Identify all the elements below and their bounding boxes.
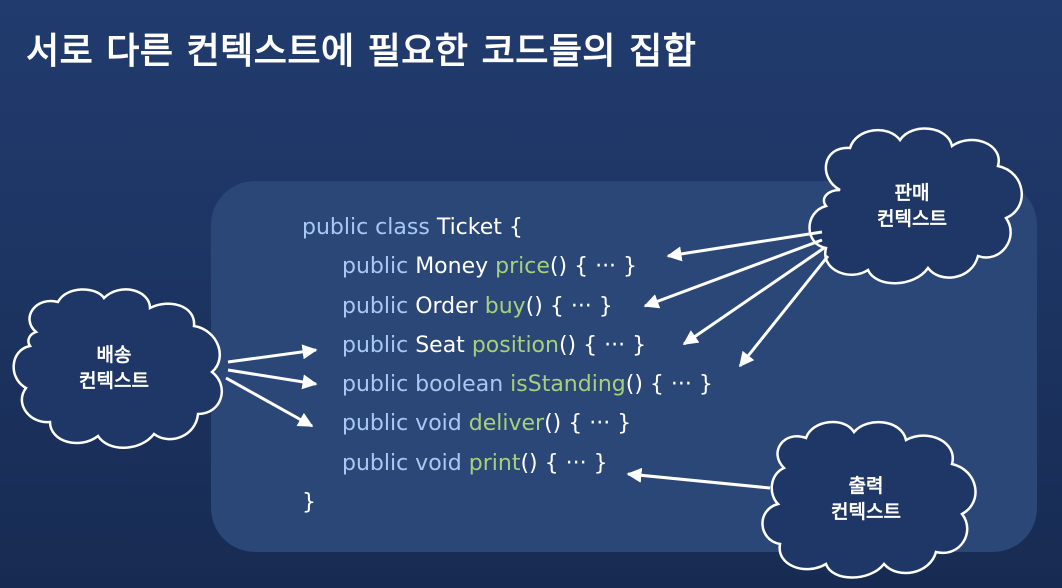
method-name: position [471, 332, 559, 358]
method-print: public void print() { ··· } [302, 444, 713, 483]
cloud-label-output: 출력 컨텍스트 [806, 473, 926, 525]
sales-line2: 컨텍스트 [877, 208, 947, 230]
method-type: Order [415, 293, 478, 319]
output-line1: 출력 [848, 475, 884, 497]
arrow-delivery-position [227, 344, 318, 364]
output-arrows [626, 467, 771, 490]
method-body: () { ··· } [525, 293, 613, 319]
cloud-label-delivery: 배송 컨텍스트 [54, 342, 174, 394]
arrow-delivery-isstanding [227, 368, 318, 390]
method-name: buy [484, 293, 526, 319]
page-title: 서로 다른 컨텍스트에 필요한 코드들의 집합 [26, 31, 697, 72]
method-name: deliver [468, 411, 545, 437]
method-name: isStanding [510, 372, 626, 398]
method-body: () { ··· } [544, 411, 632, 437]
arrow-delivery-deliver [225, 376, 314, 428]
class-close: } [302, 483, 713, 522]
delivery-line1: 배송 [96, 344, 132, 366]
output-line2: 컨텍스트 [831, 501, 901, 523]
method-type: Seat [415, 332, 465, 358]
cloud-delivery [12, 288, 223, 449]
method-keyword: public [342, 254, 409, 280]
method-type: Money [415, 254, 489, 280]
method-buy: public Order buy() { ··· } [302, 287, 713, 326]
arrow-output-print [626, 467, 771, 490]
method-body: () { ··· } [558, 332, 647, 358]
method-keyword: public void [342, 411, 462, 437]
code-block: public class Ticket { public Money price… [302, 208, 713, 522]
class-declaration: public class Ticket { [302, 208, 713, 247]
method-name: print [468, 450, 521, 476]
cloud-output [761, 420, 977, 579]
arrow-sales-price [666, 230, 823, 262]
cloud-sales [808, 127, 1023, 285]
method-keyword: public void [342, 450, 462, 476]
delivery-arrows [225, 344, 318, 428]
class-name: Ticket [436, 215, 502, 240]
method-price: public Money price() { ··· } [302, 247, 713, 286]
close-brace: } [302, 490, 316, 516]
method-keyword: public [342, 332, 409, 358]
cloud-label-sales: 판매 컨텍스트 [852, 180, 972, 232]
arrow-sales-isstanding [738, 255, 830, 368]
method-isstanding: public boolean isStanding() { ··· } [302, 365, 713, 404]
method-deliver: public void deliver() { ··· } [302, 404, 713, 443]
method-body: () { ··· } [625, 372, 713, 398]
method-keyword: public [342, 293, 409, 319]
method-position: public Seat position() { ··· } [302, 326, 713, 365]
method-name: price [495, 254, 550, 280]
method-body: () { ··· } [520, 450, 608, 476]
sales-line1: 판매 [894, 182, 930, 204]
method-body: () { ··· } [549, 254, 638, 280]
delivery-line2: 컨텍스트 [79, 370, 149, 392]
method-keyword: public boolean [342, 372, 504, 398]
sales-arrows [643, 230, 830, 368]
arrow-sales-position [682, 246, 825, 346]
class-keyword: public class [302, 215, 430, 240]
arrow-sales-buy [643, 238, 823, 309]
open-brace: { [508, 215, 523, 240]
